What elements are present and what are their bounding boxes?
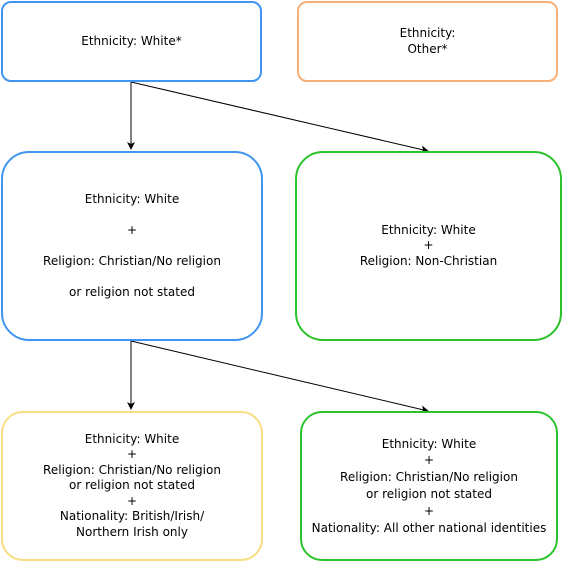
node-text-line: Other* [407,41,448,56]
node-text-line: Religion: Christian/No religion [43,254,221,268]
arrow-white-christian-to-other-nationality [130,340,429,414]
node-text-line: Northern Irish only [76,524,188,539]
node-white-christian-british-irish: Ethnicity: White + Religion: Christian/N… [1,411,263,561]
node-white-non-christian: Ethnicity: White + Religion: Non-Christi… [295,151,562,341]
node-text-line: or religion not stated [365,487,492,501]
node-text-line: Ethnicity: White [84,192,180,206]
node-text-line: or religion not stated [68,285,195,299]
node-text-line: Nationality: All other national identiti… [311,520,547,535]
node-ethnicity-white-star: Ethnicity: White* [1,1,262,82]
node-text-line: Ethnicity: White [381,436,477,451]
arrow-white-star-to-white-nonchristian [130,81,429,154]
node-text-line: + [126,223,138,237]
node-text-line: + [126,493,138,508]
node-text-line: Ethnicity: White* [81,33,182,48]
node-text-line: Religion: Christian/No religion [43,462,221,477]
node-text-line: or religion not stated [68,478,195,493]
node-text-line: Ethnicity: White [84,431,180,446]
node-ethnicity-other-star: Ethnicity: Other* [297,1,558,82]
node-text-line: Ethnicity: White [381,222,476,237]
node-text-line: + [423,503,435,518]
node-text-line: Nationality: British/Irish/ [59,509,205,524]
node-text-line: Religion: Non-Christian [359,253,498,268]
node-text-line: + [423,453,435,468]
node-text-line: Religion: Christian/No religion [340,470,518,485]
node-text-line: + [423,238,434,253]
node-white-christian-other-nationality: Ethnicity: White + Religion: Christian/N… [300,411,558,561]
node-text-line: + [126,447,138,462]
node-white-christian-or-no-religion: Ethnicity: White + Religion: Christian/N… [1,151,263,341]
node-text-line: Ethnicity: [399,26,456,40]
